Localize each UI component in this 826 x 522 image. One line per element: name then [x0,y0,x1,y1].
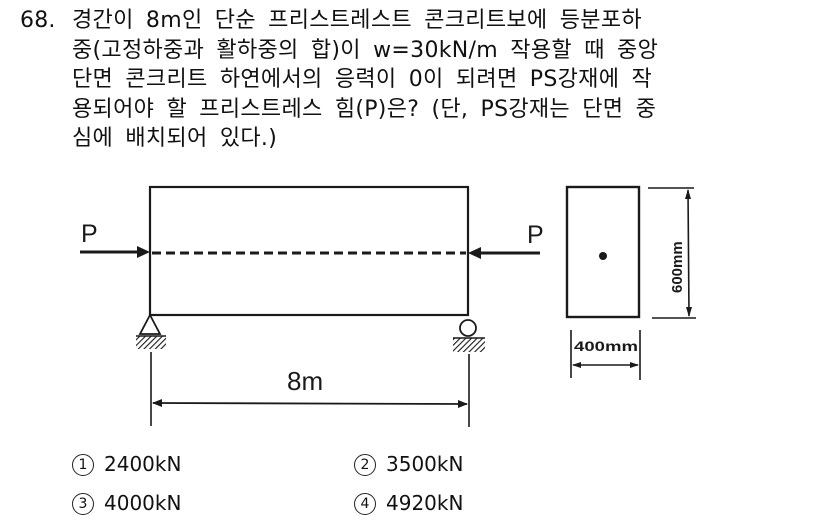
beam-elevation [148,185,470,317]
section-width-label: 400mm [574,338,638,354]
roller-support-icon [453,319,485,352]
cross-section: 600mm 400mm [565,185,696,380]
option-number-icon: 2 [354,454,376,476]
question-line: 단면 콘크리트 하연에서의 응력이 0이 되려면 PS강재에 작 [72,67,653,92]
right-prestress-arrow: P [468,221,544,259]
section-height-label: 600mm [669,241,686,293]
span-dimension: 8m [150,352,470,427]
option-number-icon: 3 [72,493,94,515]
question-line: 중(고정하중과 활하중의 합)이 w=30kN/m 작용할 때 중앙 [72,37,659,63]
option-value: 2400kN [104,452,182,476]
dimension-arrow-up-icon [685,189,691,199]
dimension-arrow-down-icon [686,307,692,317]
pin-support-icon [136,313,166,349]
left-prestress-arrow: P [80,220,150,258]
question-line: 용되어야 할 프리스트레스 힘(P)은? (단, PS강재는 단면 중 [72,96,657,122]
dimension-arrow-right-icon [458,400,468,408]
option-value: 4920kN [386,491,464,515]
option-value: 3500kN [386,452,464,476]
question-number: 68. [20,8,56,33]
option-number-icon: 1 [72,454,94,476]
option-2[interactable]: 2 3500kN [354,450,463,478]
right-force-label: P [527,221,544,249]
arrowhead-right-icon [137,246,150,258]
question-line: 심에 배치되어 있다.) [72,126,278,151]
option-3[interactable]: 3 4000kN [72,489,181,517]
option-value: 4000kN [104,491,182,515]
option-4[interactable]: 4 4920kN [354,489,463,517]
section-rectangle [565,185,641,319]
option-number-icon: 4 [354,493,376,515]
left-force-label: P [81,220,98,248]
question-line: 경간이 8m인 단순 프리스트레스트 콘크리트보에 등분포하 [72,8,642,33]
beam-rectangle [148,185,470,317]
dimension-arrow-left-icon [152,399,162,407]
span-label: 8m [287,366,323,396]
option-1[interactable]: 1 2400kN [72,450,181,478]
question-text: 경간이 8m인 단순 프리스트레스트 콘크리트보에 등분포하 중(고정하중과 활… [72,6,792,154]
dimension-arrow-left-icon [572,362,581,368]
tendon-dot-icon [599,252,607,260]
arrowhead-left-icon [468,247,481,259]
dimension-arrow-right-icon [630,362,639,368]
